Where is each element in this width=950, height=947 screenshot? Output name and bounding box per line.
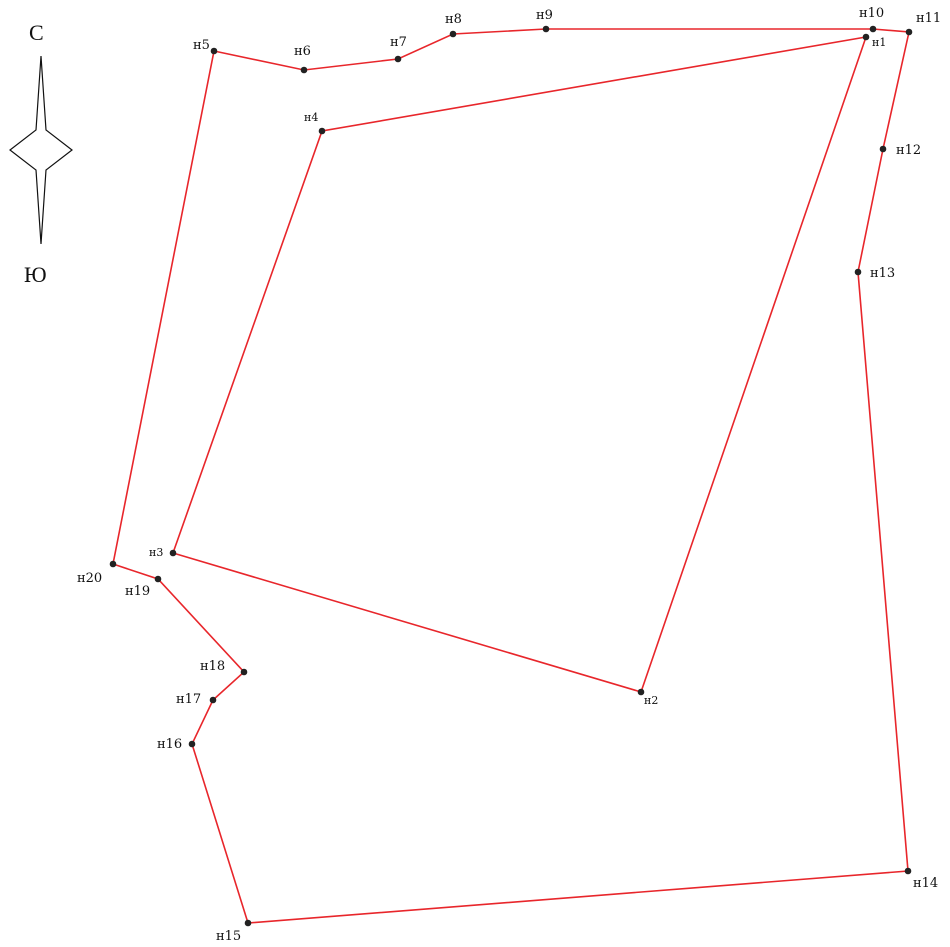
- outer-vertex-dot: [394, 55, 402, 63]
- outer-vertex-label: н6: [294, 44, 311, 59]
- outer-boundary-line: [112, 28, 910, 924]
- inner-vertex-label: н3: [149, 546, 163, 559]
- inner-boundary-points: н1 н2 н3 н4: [149, 33, 886, 707]
- outer-vertex-label: н7: [390, 35, 407, 50]
- outer-vertex-label: н8: [445, 12, 462, 27]
- inner-vertex-dot: [169, 549, 177, 557]
- outer-vertex-dot: [879, 145, 887, 153]
- outer-vertex-label: н16: [157, 737, 182, 752]
- outer-vertex-dot: [244, 919, 252, 927]
- compass-needle: [9, 55, 73, 245]
- inner-vertex-dot: [318, 127, 326, 135]
- outer-vertex-dot: [240, 668, 248, 676]
- north-arrow-icon: С Ю: [9, 20, 73, 287]
- inner-vertex-label: н4: [304, 111, 318, 124]
- outer-vertex-dot: [449, 30, 457, 38]
- outer-vertex-label: н14: [913, 876, 938, 891]
- inner-vertex-dot: [637, 688, 645, 696]
- outer-vertex-label: н9: [536, 8, 553, 23]
- outer-vertex-dot: [905, 28, 913, 36]
- outer-vertex-label: н17: [176, 692, 201, 707]
- outer-vertex-dot: [869, 25, 877, 33]
- outer-vertex-dot: [154, 575, 162, 583]
- outer-vertex-label: н12: [896, 143, 921, 158]
- outer-vertex-label: н5: [193, 38, 210, 53]
- inner-vertex-dot: [862, 33, 870, 41]
- compass-south-label: Ю: [24, 262, 47, 287]
- outer-vertex-label: н18: [200, 659, 225, 674]
- outer-vertex-label: н15: [216, 929, 241, 944]
- outer-vertex-dot: [188, 740, 196, 748]
- outer-vertex-dot: [209, 696, 217, 704]
- inner-vertex-label: н2: [644, 694, 658, 707]
- outer-vertex-label: н10: [859, 6, 884, 21]
- outer-vertex-label: н11: [916, 11, 941, 26]
- outer-vertex-dot: [542, 25, 550, 33]
- outer-vertex-dot: [904, 867, 912, 875]
- outer-vertex-label: н19: [125, 584, 150, 599]
- compass-north-label: С: [29, 20, 44, 45]
- outer-vertex-label: н13: [870, 266, 895, 281]
- outer-vertex-dot: [854, 268, 862, 276]
- outer-vertex-label: н20: [77, 571, 102, 586]
- inner-boundary-line: [171, 35, 868, 693]
- outer-vertex-dot: [109, 560, 117, 568]
- outer-vertex-dot: [300, 66, 308, 74]
- inner-vertex-label: н1: [872, 36, 886, 49]
- outer-vertex-dot: [210, 47, 218, 55]
- outer-boundary-points: н5 н6 н7 н8 н9 н10 н11 н12 н13 н14 н15 н16 н17 н18 н19…: [77, 6, 941, 944]
